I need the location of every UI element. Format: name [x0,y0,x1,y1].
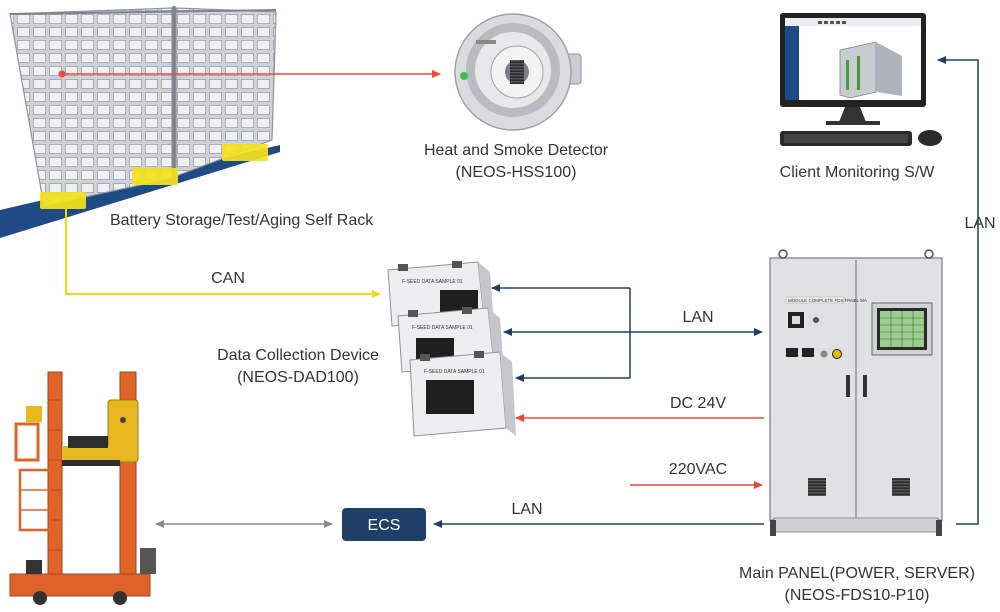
rack-base [0,145,280,238]
panel-label: Main PANEL(POWER, SERVER) [739,565,975,582]
dad-unit: F-SEED DATA SAMPLE 01 [409,351,516,437]
battery-rack-label: Battery Storage/Test/Aging Self Rack [110,212,374,229]
rack-sensor-highlight [222,144,268,161]
dad-label: Data Collection Device [217,347,379,364]
heat-smoke-label: Heat and Smoke Detector [424,142,609,159]
mouse [918,130,942,146]
heat-smoke-model: (NEOS-HSS100) [456,164,577,181]
client-sw-label: Client Monitoring S/W [780,164,936,181]
rack-sensor-highlight [40,192,86,209]
ecs-label: ECS [368,517,401,534]
dad-plate: F-SEED DATA SAMPLE 01 [412,325,473,331]
link-can [65,209,381,298]
panel-plate: MODULE COMPLETE FDS PANEL MA [788,298,867,303]
panel-model: (NEOS-FDS10-P10) [785,587,930,604]
vac220-label: 220VAC [669,461,727,478]
stacker-crane [9,371,156,605]
dad-plate: F-SEED DATA SAMPLE 01 [402,279,463,285]
battery-rack [0,6,280,238]
lan-right-label: LAN [964,215,995,232]
client-monitoring-pc [780,13,942,146]
can-label: CAN [211,270,245,287]
heat-smoke-detector [454,13,582,131]
dad-plate: F-SEED DATA SAMPLE 01 [424,369,485,375]
ecs-box: ECS [342,508,426,541]
dc24v-label: DC 24V [670,395,726,412]
link-lan-client [937,56,979,525]
lan-ecs-label: LAN [511,501,542,518]
rack-sensor-highlight [132,168,178,185]
dad-model: (NEOS-DAD100) [237,369,359,386]
lan-dad-label: LAN [682,309,713,326]
main-panel: MODULE COMPLETE FDS PANEL MA [769,249,943,536]
data-collection-device: F-SEED DATA SAMPLE 01 F-SEED DATA SAMPLE… [387,261,516,437]
